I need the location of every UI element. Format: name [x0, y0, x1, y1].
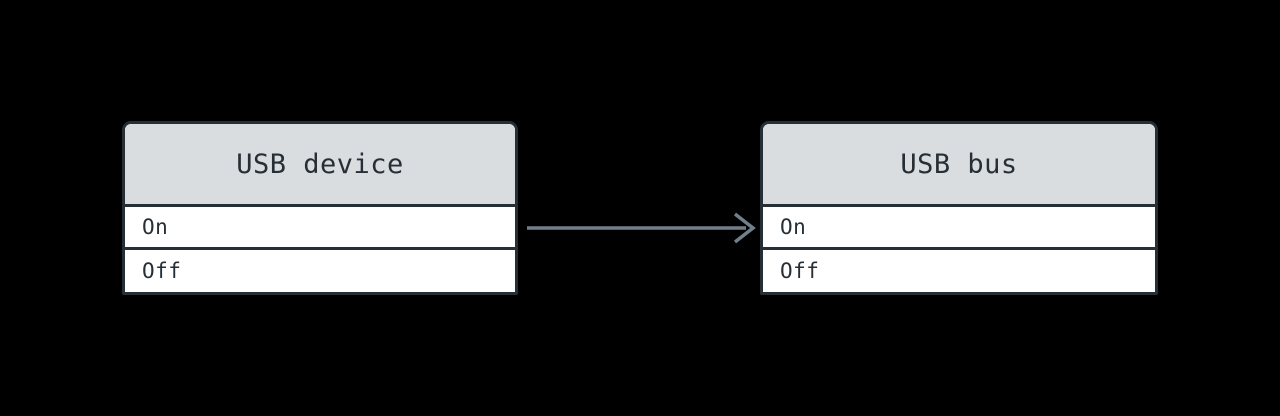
class-node-usb-device[interactable]: USB device On Off: [122, 121, 518, 295]
class-node-row[interactable]: Off: [125, 249, 515, 292]
class-node-row[interactable]: Off: [763, 249, 1155, 292]
edge-arrowhead-icon: [733, 212, 756, 244]
class-node-row[interactable]: On: [125, 207, 515, 250]
class-node-usb-bus[interactable]: USB bus On Off: [760, 121, 1158, 295]
class-node-row[interactable]: On: [763, 207, 1155, 250]
class-node-title: USB bus: [763, 124, 1155, 208]
edge-usb-device-to-usb-bus: [527, 212, 756, 244]
class-node-title: USB device: [125, 124, 515, 208]
